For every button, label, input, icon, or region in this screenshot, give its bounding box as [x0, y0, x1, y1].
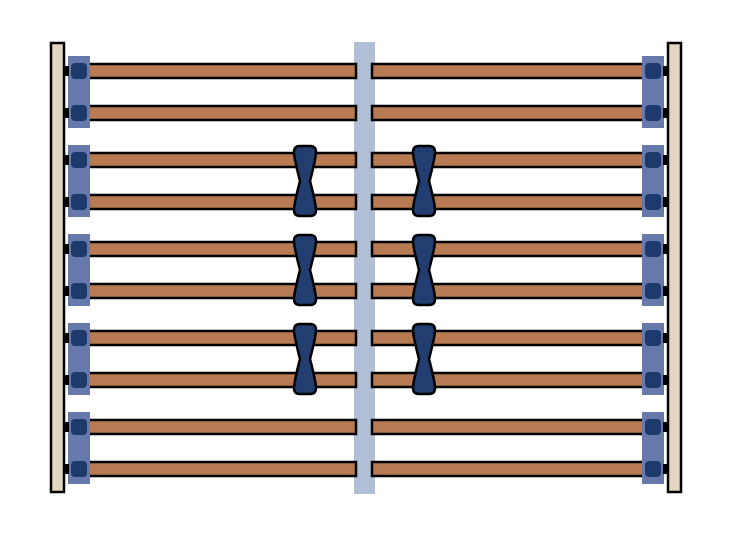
slat-connector-icon	[411, 144, 437, 218]
holder-pad	[71, 419, 87, 435]
holder-pad	[645, 152, 661, 168]
holder-pad	[71, 152, 87, 168]
slat-right	[370, 418, 648, 436]
slat-right	[370, 62, 648, 80]
holder-pad	[645, 241, 661, 257]
holder-pad	[645, 330, 661, 346]
holder-pad	[71, 372, 87, 388]
holder-pad	[645, 283, 661, 299]
holder-pad	[645, 372, 661, 388]
holder-clip	[63, 244, 69, 254]
holder-clip	[663, 333, 669, 343]
slat-left	[84, 62, 358, 80]
holder-clip	[63, 286, 69, 296]
holder-clip	[63, 108, 69, 118]
slat-left	[84, 460, 358, 478]
holder-pad	[71, 330, 87, 346]
center-rail	[354, 42, 375, 494]
holder-pad	[71, 194, 87, 210]
holder-pad	[645, 419, 661, 435]
slat-connector-icon	[292, 322, 318, 396]
slat-left	[84, 104, 358, 122]
holder-clip	[63, 155, 69, 165]
holder-pad	[71, 241, 87, 257]
holder-clip	[663, 375, 669, 385]
holder-clip	[63, 422, 69, 432]
slat-pair	[63, 56, 669, 128]
holder-clip	[63, 197, 69, 207]
holder-clip	[663, 422, 669, 432]
left-frame	[49, 41, 66, 494]
slat-pair	[63, 144, 669, 218]
slat-pair	[63, 412, 669, 484]
holder-pad	[645, 105, 661, 121]
slat-connector-icon	[292, 233, 318, 307]
slat-left	[84, 418, 358, 436]
slat-connector-icon	[292, 144, 318, 218]
holder-pad	[71, 461, 87, 477]
holder-clip	[663, 155, 669, 165]
holder-pad	[645, 461, 661, 477]
holder-clip	[63, 66, 69, 76]
slat-right	[370, 460, 648, 478]
holder-clip	[663, 244, 669, 254]
holder-clip	[663, 108, 669, 118]
holder-pad	[645, 63, 661, 79]
holder-pad	[645, 194, 661, 210]
right-frame	[666, 41, 683, 494]
slat-connector-icon	[411, 233, 437, 307]
holder-clip	[663, 464, 669, 474]
slat-connector-icon	[411, 322, 437, 396]
holder-clip	[63, 464, 69, 474]
slat-right	[370, 104, 648, 122]
holder-clip	[63, 375, 69, 385]
holder-pad	[71, 63, 87, 79]
slat-pair	[63, 322, 669, 396]
holder-clip	[663, 197, 669, 207]
holder-clip	[63, 333, 69, 343]
slat-pair	[63, 233, 669, 307]
holder-clip	[663, 286, 669, 296]
holder-clip	[663, 66, 669, 76]
holder-pad	[71, 283, 87, 299]
holder-pad	[71, 105, 87, 121]
